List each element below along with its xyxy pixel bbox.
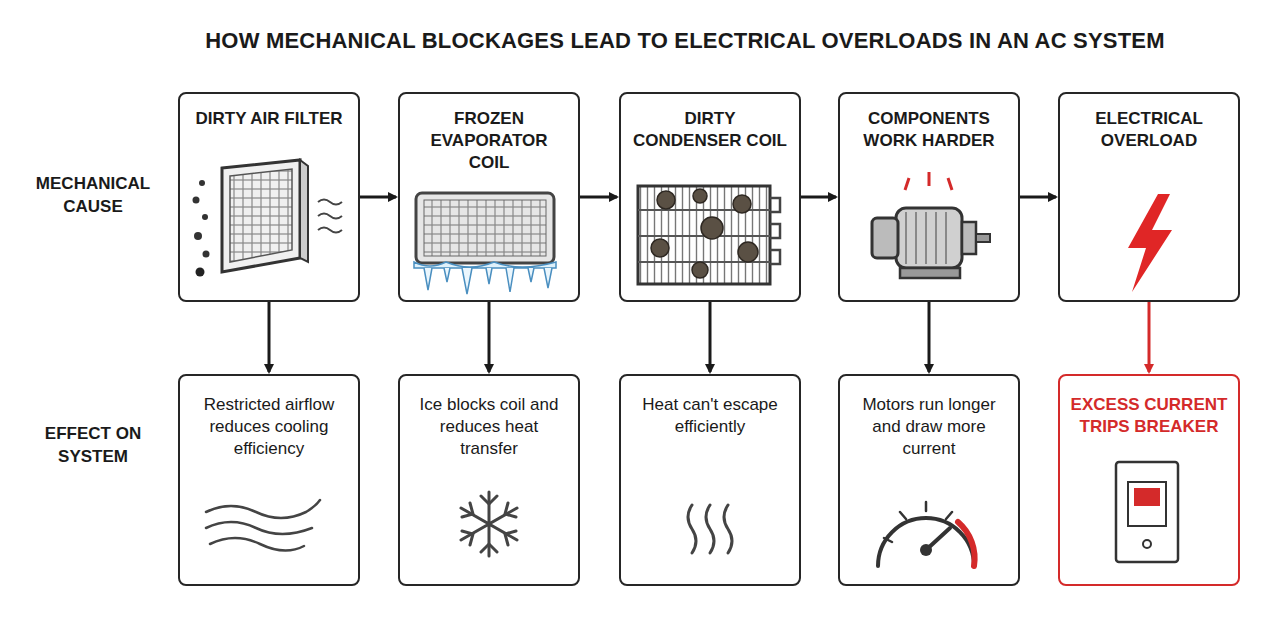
effect-box: Ice blocks coil and reduces heat transfe… <box>398 374 580 586</box>
box-text: COMPONENTS WORK HARDER <box>850 108 1008 152</box>
box-text: Motors run longer and draw more current <box>850 394 1008 460</box>
airflow-icon <box>206 500 320 551</box>
frozen-coil-icon <box>414 193 556 294</box>
effect-box: Restricted airflow reduces cooling effic… <box>178 374 360 586</box>
flow-arrow <box>709 302 712 372</box>
flow-arrow <box>268 302 271 372</box>
flow-arrow <box>1020 196 1056 199</box>
cause-box: DIRTY AIR FILTER <box>178 92 360 302</box>
gauge-icon <box>878 502 975 566</box>
breaker-icon <box>1116 462 1178 562</box>
lightning-bolt-icon <box>1128 194 1172 292</box>
air-filter-icon <box>193 160 343 277</box>
box-text: DIRTY AIR FILTER <box>190 108 348 130</box>
motor-icon <box>872 172 990 278</box>
flow-arrow <box>580 196 617 199</box>
flow-arrow <box>928 302 931 372</box>
cause-box: ELECTRICAL OVERLOAD <box>1058 92 1240 302</box>
condenser-coil-icon <box>638 186 780 284</box>
box-text: DIRTY CONDENSER COIL <box>631 108 789 152</box>
row-label: MECHANICAL CAUSE <box>18 172 168 218</box>
box-text: ELECTRICAL OVERLOAD <box>1070 108 1228 152</box>
alert-box: EXCESS CURRENT TRIPS BREAKER <box>1058 374 1240 586</box>
diagram-title: HOW MECHANICAL BLOCKAGES LEAD TO ELECTRI… <box>140 28 1230 54</box>
box-text: FROZEN EVAPORATOR COIL <box>410 108 568 174</box>
flow-arrow <box>801 196 836 199</box>
flow-arrow <box>360 196 396 199</box>
cause-box: FROZEN EVAPORATOR COIL <box>398 92 580 302</box>
box-text: EXCESS CURRENT TRIPS BREAKER <box>1070 394 1228 438</box>
box-text: Ice blocks coil and reduces heat transfe… <box>410 394 568 460</box>
heat-waves-icon <box>688 505 732 553</box>
box-text: Heat can't escape efficiently <box>631 394 789 438</box>
effect-box: Motors run longer and draw more current <box>838 374 1020 586</box>
effect-box: Heat can't escape efficiently <box>619 374 801 586</box>
cause-box: COMPONENTS WORK HARDER <box>838 92 1020 302</box>
row-label: EFFECT ON SYSTEM <box>18 422 168 468</box>
flow-arrow <box>488 302 491 372</box>
snowflake-icon <box>461 492 517 556</box>
cause-box: DIRTY CONDENSER COIL <box>619 92 801 302</box>
box-text: Restricted airflow reduces cooling effic… <box>190 394 348 460</box>
flow-arrow <box>1148 302 1151 372</box>
